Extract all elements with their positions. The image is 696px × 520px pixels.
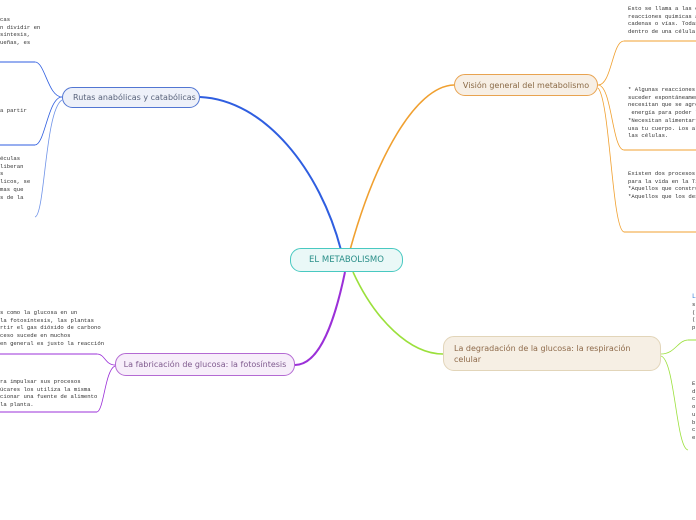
note-deg-1: s ( ( p [692,301,696,332]
central-topic[interactable]: EL METABOLISMO [290,248,403,272]
branch-rutas-anabolicas-catabolicas[interactable]: Rutas anabólicas y catabólicas [62,87,200,108]
branch-degradacion-glucosa[interactable]: La degradación de la glucosa: la respira… [443,336,661,371]
branch-vision-general[interactable]: Visión general del metabolismo [454,74,598,96]
link-central-fab [294,271,346,366]
note-vision-2: * Algunas reacciones qu suceder espontán… [628,86,696,140]
note-fab-1: s como la glucosa en un la fotosíntesis,… [0,309,105,347]
note-deg-1-head: L [692,293,696,300]
note-vision-1: Esto se llama a las célul reacciones quí… [628,5,696,36]
link-central-vision [349,84,455,251]
note-deg-2: E d c o u b c e [692,380,696,441]
link-central-deg [352,271,444,355]
note-vision-3: Existen dos procesos m para la vida en l… [628,170,696,201]
note-fab-2: ra impulsar sus procesos úcares los util… [0,378,98,409]
branch-fabricacion-glucosa[interactable]: La fabricación de glucosa: la fotosíntes… [115,353,295,376]
note-rutas-3: éculas liberan s licos, se mas que s de … [0,155,31,201]
link-central-rutas [199,96,342,251]
note-rutas-1: cas n dividir en síntesis, ueñas, es [0,16,41,47]
note-rutas-2: a partir [0,107,27,114]
